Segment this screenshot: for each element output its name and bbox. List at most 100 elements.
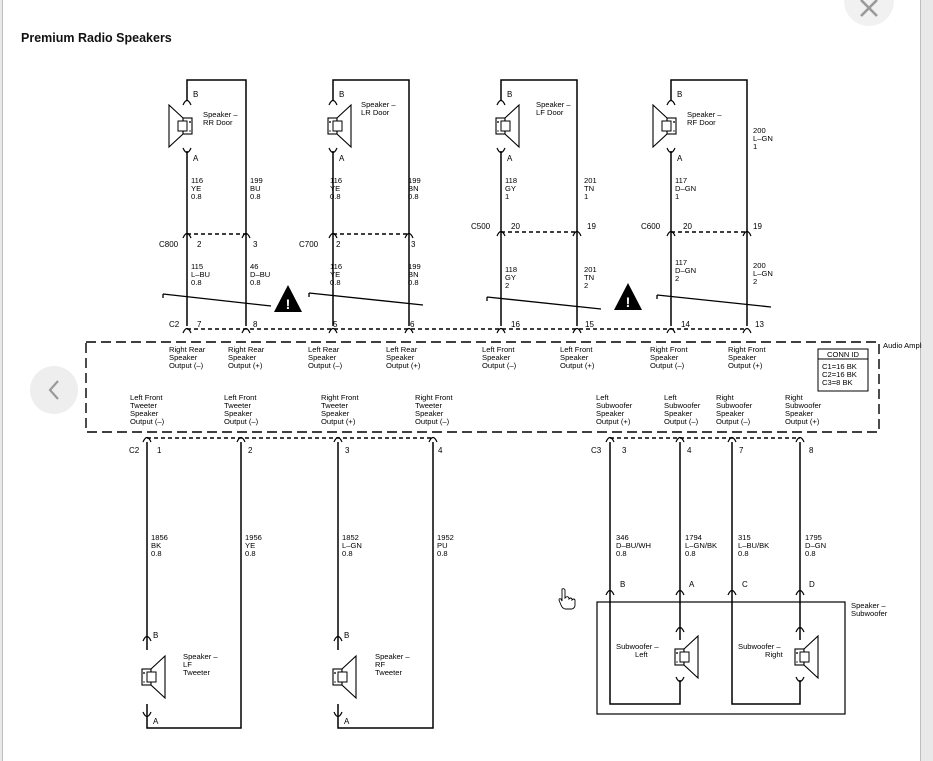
speaker-lr-door: Speaker –LR Door bbox=[327, 100, 396, 148]
svg-text:14: 14 bbox=[681, 320, 690, 329]
svg-text:C500: C500 bbox=[471, 222, 491, 231]
svg-text:!: ! bbox=[626, 294, 631, 310]
svg-text:C3=8 BK: C3=8 BK bbox=[822, 378, 853, 387]
audio-amplifier: Audio Amplifier CONN ID C1=16 BK C2=16 B… bbox=[85, 341, 922, 433]
twisted-pair-marks bbox=[162, 292, 772, 310]
svg-text:C2: C2 bbox=[169, 320, 180, 329]
svg-text:8: 8 bbox=[809, 446, 814, 455]
svg-text:C600: C600 bbox=[641, 222, 661, 231]
svg-text:13: 13 bbox=[755, 320, 764, 329]
svg-text:Speaker –RF Door: Speaker –RF Door bbox=[687, 110, 722, 127]
svg-text:C2: C2 bbox=[129, 446, 140, 455]
svg-text:20: 20 bbox=[683, 222, 692, 231]
svg-text:19: 19 bbox=[587, 222, 596, 231]
svg-text:B: B bbox=[339, 90, 344, 99]
connector-pin-numbers: 2 3 2 3 20 19 20 19 7 8 5 6 16 15 14 13 … bbox=[157, 222, 814, 455]
svg-text:3: 3 bbox=[253, 240, 258, 249]
svg-text:4: 4 bbox=[687, 446, 692, 455]
svg-text:7: 7 bbox=[739, 446, 744, 455]
svg-text:!: ! bbox=[286, 296, 291, 312]
svg-text:A: A bbox=[689, 580, 695, 589]
svg-text:1: 1 bbox=[157, 446, 162, 455]
svg-text:C1=16 BK: C1=16 BK bbox=[822, 362, 857, 371]
speaker-subwoofer: Speaker –Subwoofer bbox=[851, 601, 888, 618]
svg-text:46D–BU0.8: 46D–BU0.8 bbox=[250, 262, 270, 287]
svg-text:B: B bbox=[620, 580, 625, 589]
svg-text:Speaker –LR Door: Speaker –LR Door bbox=[361, 100, 396, 117]
bottom-wiring bbox=[146, 442, 801, 729]
svg-text:7: 7 bbox=[197, 320, 202, 329]
svg-text:A: A bbox=[344, 717, 350, 726]
subwoofer-enclosure bbox=[596, 601, 846, 715]
speaker-rr-door: Speaker –RR Door bbox=[168, 104, 238, 148]
chevron-left-icon bbox=[48, 380, 59, 400]
subwoofer-right: Subwoofer –Right bbox=[738, 635, 819, 679]
svg-text:B: B bbox=[153, 631, 158, 640]
svg-text:20: 20 bbox=[511, 222, 520, 231]
svg-text:C3: C3 bbox=[591, 446, 602, 455]
previous-button[interactable] bbox=[30, 366, 78, 414]
warning-icon: ! bbox=[614, 283, 642, 310]
svg-text:C700: C700 bbox=[299, 240, 319, 249]
svg-text:Speaker –RR Door: Speaker –RR Door bbox=[203, 110, 238, 127]
svg-text:3: 3 bbox=[345, 446, 350, 455]
svg-text:C800: C800 bbox=[159, 240, 179, 249]
speaker-rf-door: Speaker –RF Door bbox=[652, 104, 722, 148]
svg-text:Audio Amplifier: Audio Amplifier bbox=[883, 341, 922, 350]
svg-text:3: 3 bbox=[622, 446, 627, 455]
svg-text:Speaker –LF Door: Speaker –LF Door bbox=[536, 100, 571, 117]
connector-labels: C800 C700 C500 C600 C2 C2 C3 bbox=[129, 222, 661, 455]
connector-dashes bbox=[147, 231, 800, 439]
svg-text:C2=16 BK: C2=16 BK bbox=[822, 370, 857, 379]
svg-text:C: C bbox=[742, 580, 748, 589]
svg-text:8: 8 bbox=[253, 320, 258, 329]
svg-text:Subwoofer –Left: Subwoofer –Left bbox=[616, 642, 659, 659]
warning-icon: ! bbox=[274, 285, 302, 312]
svg-text:A: A bbox=[339, 154, 345, 163]
page-title: Premium Radio Speakers bbox=[21, 31, 172, 45]
wiring-diagram: ! ! Speaker –RR Door Speaker –LR Door Sp… bbox=[85, 79, 922, 729]
svg-text:5: 5 bbox=[333, 320, 338, 329]
svg-text:CONN ID: CONN ID bbox=[827, 350, 860, 359]
svg-text:3: 3 bbox=[411, 240, 416, 249]
svg-text:2: 2 bbox=[248, 446, 253, 455]
svg-text:Subwoofer –Right: Subwoofer –Right bbox=[738, 642, 784, 659]
